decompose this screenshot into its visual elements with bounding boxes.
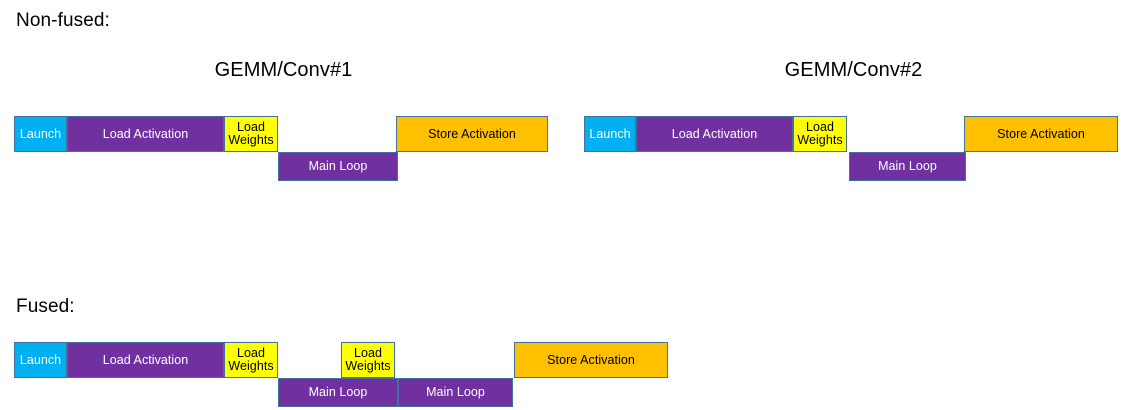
- timeline-block-f-load-wt-1: Load Weights: [224, 342, 278, 378]
- timeline-block-f-load-act: Load Activation: [67, 342, 224, 378]
- timeline-block-store-act-1: Store Activation: [396, 116, 548, 152]
- group-title-gemm-conv-2: GEMM/Conv#2: [784, 59, 923, 81]
- timeline-block-load-act-2: Load Activation: [636, 116, 793, 152]
- section-label-non-fused: Non-fused:: [16, 10, 110, 31]
- timeline-block-load-wt-2: Load Weights: [793, 116, 847, 152]
- timeline-block-main-loop-2: Main Loop: [849, 152, 966, 181]
- timeline-block-load-act-1: Load Activation: [67, 116, 224, 152]
- timeline-block-f-main-loop-1: Main Loop: [278, 378, 398, 407]
- timeline-block-f-main-loop-2: Main Loop: [398, 378, 513, 407]
- section-label-fused: Fused:: [16, 296, 75, 317]
- timeline-block-load-wt-1: Load Weights: [224, 116, 278, 152]
- timeline-block-launch-2: Launch: [584, 116, 636, 152]
- timeline-block-store-act-2: Store Activation: [964, 116, 1118, 152]
- timeline-block-f-load-wt-2: Load Weights: [341, 342, 395, 378]
- timeline-block-f-launch: Launch: [14, 342, 67, 378]
- timeline-block-main-loop-1: Main Loop: [278, 152, 398, 181]
- timeline-block-launch-1: Launch: [14, 116, 67, 152]
- timeline-block-f-store-act: Store Activation: [514, 342, 668, 378]
- group-title-gemm-conv-1: GEMM/Conv#1: [214, 59, 353, 81]
